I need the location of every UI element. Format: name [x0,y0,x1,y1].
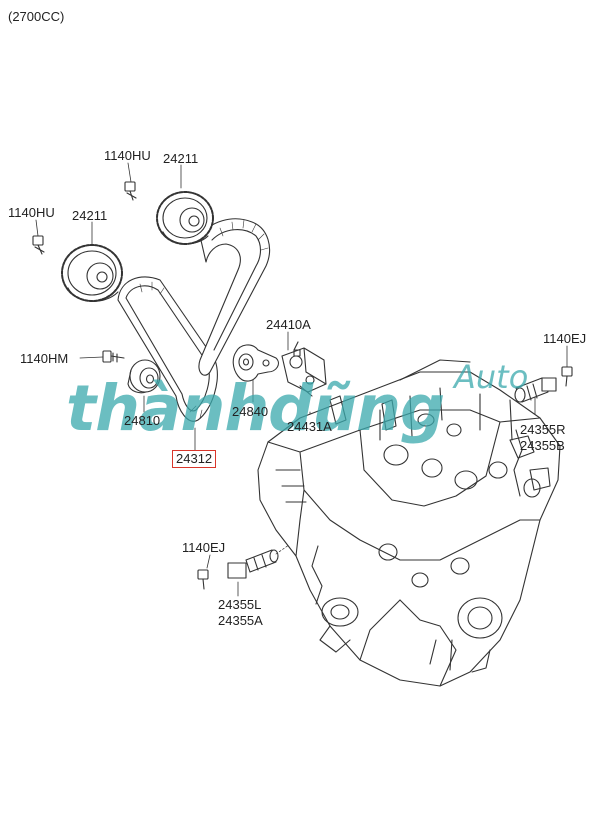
callout-24410a: 24410A [266,317,311,332]
bolt-upper-left [124,181,137,201]
sprocket-lower [61,244,123,302]
ocv-left [227,539,297,579]
bolt-right [561,366,573,387]
ocv-right [514,377,557,403]
callout-24431a: 24431A [287,419,332,434]
bolt-lower [197,569,209,590]
bolt-left [32,235,45,255]
sprocket-upper [156,191,214,245]
tensioner-arm [232,344,279,382]
tensioner-assembly [281,341,327,397]
bolt-tensioner [102,350,125,363]
callout-24355l: 24355L [218,597,262,612]
watermark-suffix: Auto [454,358,529,396]
callout-1140ej-lower: 1140EJ [182,540,226,555]
callout-24355r: 24355R [520,422,566,437]
callout-1140ej-right: 1140EJ [543,331,587,346]
callout-1140hu-upper: 1140HU [104,148,151,163]
engine-size-label: (2700CC) [8,9,65,24]
callout-24840: 24840 [232,404,269,419]
callout-24355a: 24355A [218,613,263,628]
idler-pulley [127,359,161,394]
timing-belt [117,218,270,422]
callout-24211-upper: 24211 [163,151,199,166]
callout-1140hu-left: 1140HU [8,205,55,220]
callout-24312-highlighted: 24312 [172,450,217,468]
watermark-brand: thànhdũng [66,372,445,445]
callout-1140hm: 1140HM [20,351,69,366]
engine-block [257,359,561,687]
callout-24810: 24810 [124,413,161,428]
callout-24355b: 24355B [520,438,565,453]
callout-24211-lower: 24211 [72,208,108,223]
